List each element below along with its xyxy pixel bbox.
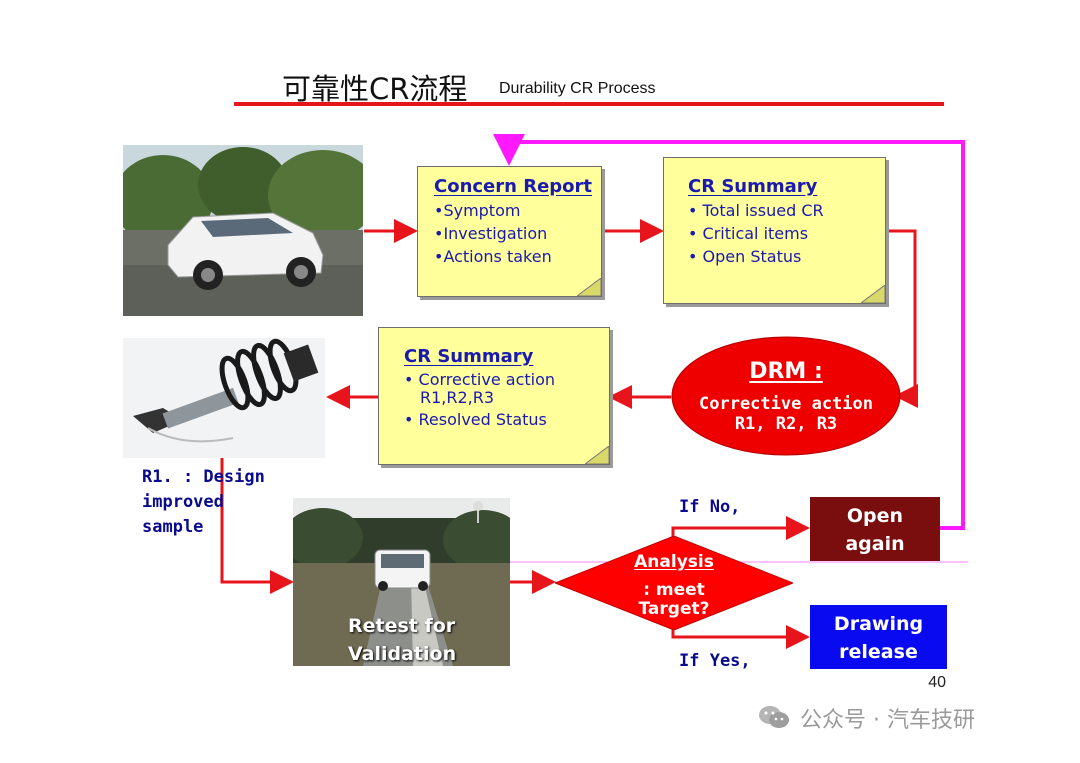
r1-line: sample [142,517,204,537]
cr-summary-top-item: • Open Status [688,247,802,266]
title-underline [234,102,944,106]
cr-summary-mid-item: • Corrective action [404,370,556,389]
retest-photo: Retest for Validation [293,498,510,666]
cr-summary-mid-item-cont: R1,R2,R3 [420,388,495,407]
page-fold-icon [861,285,885,303]
cr-summary-mid-note: CR Summary • Corrective action R1,R2,R3 … [378,327,610,465]
cr-summary-mid-title: CR Summary [404,346,534,367]
open-again-line: again [845,533,905,555]
drawing-release-line: release [839,641,918,663]
watermark-text: 公众号 · 汽车技研 [800,708,975,733]
cr-summary-top-item: • Total issued CR [688,201,824,220]
analysis-line: : meet [643,580,705,600]
retest-line: Validation [348,643,457,665]
arrow-loop-back [493,134,965,530]
page-title-english: Durability CR Process [499,80,656,97]
r1-line: R1. : Design [142,467,265,487]
drm-ellipse: DRM : Corrective action R1, R2, R3 [671,336,901,456]
drm-line2: R1, R2, R3 [734,414,838,434]
page-number: 40 [928,674,946,691]
r1-line: improved [142,492,224,512]
drawing-release-box: Drawing release [810,605,947,669]
retest-caption: Retest for Validation [348,612,456,666]
cr-summary-top-item: • Critical items [688,224,809,243]
drm-title: DRM : [749,359,823,384]
retest-line: Retest for [348,615,456,637]
concern-report-item: •Symptom [434,201,521,220]
open-again-line: Open [846,505,904,527]
cr-summary-mid-item: • Resolved Status [404,410,547,429]
vehicle-photo [123,145,363,316]
wechat-icon [758,704,790,734]
arrow-summary-to-drm [888,229,918,408]
drm-line1: Corrective action [699,394,873,414]
analysis-diamond-shape [555,536,793,630]
concern-report-title: Concern Report [434,176,593,197]
strut-photo [123,338,325,458]
page-title-chinese: 可靠性CR流程 [282,72,468,106]
analysis-line: Target? [638,599,710,619]
analysis-title: Analysis [634,552,714,572]
drawing-release-line: Drawing [833,613,924,635]
concern-report-item: •Investigation [434,224,548,243]
concern-report-item: •Actions taken [434,247,552,266]
page-fold-icon [585,446,609,464]
if-no-label: If No, [679,497,741,517]
open-again-box: Open again [810,497,940,561]
drm-ellipse-shape [671,336,901,456]
r1-design-text: R1. : Design improved sample [142,465,265,540]
arrow-strut-to-retest [220,458,294,594]
cr-summary-top-title: CR Summary [688,176,818,197]
analysis-decision: Analysis : meet Target? [555,536,793,630]
cr-summary-top-note: CR Summary • Total issued CR • Critical … [663,157,886,304]
concern-report-note: Concern Report •Symptom •Investigation •… [417,166,602,297]
page-fold-icon [577,278,601,296]
if-yes-label: If Yes, [679,651,751,671]
